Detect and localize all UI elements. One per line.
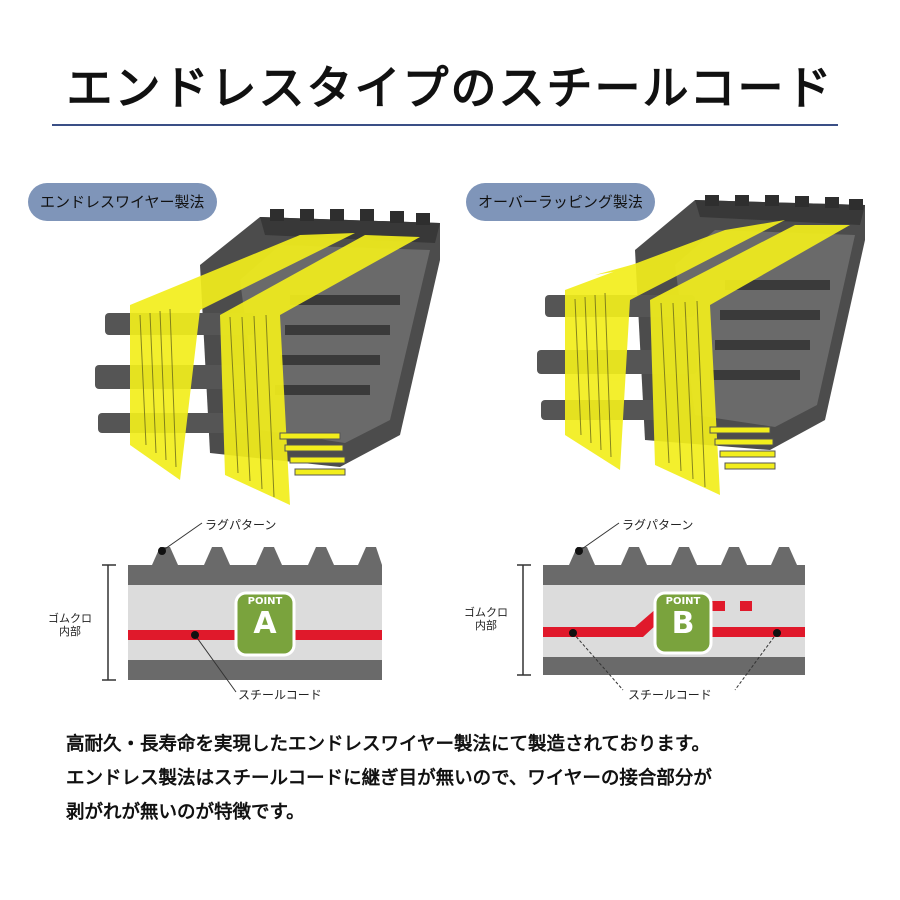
track-illustration-endless	[95, 209, 440, 505]
cross-section-b	[517, 522, 805, 691]
description-line-2: エンドレス製法はスチールコードに継ぎ目が無いので、ワイヤーの接合部分が	[66, 768, 712, 789]
lug-pattern-label-a: ラグパターン	[205, 518, 277, 532]
page-title: エンドレスタイプのスチールコード	[66, 61, 834, 115]
rubber-crawler-label-a: ゴムクロ内部	[48, 612, 92, 638]
method-label-overlapping: オーバーラッピング製法	[466, 183, 655, 221]
steel-cord-label-b: スチールコード	[628, 688, 712, 702]
steel-cord-label-a: スチールコード	[238, 688, 322, 702]
point-a-letter: A	[253, 606, 277, 641]
point-b-word: POINT	[665, 596, 701, 607]
point-a-badge: POINT A	[236, 596, 294, 641]
title-divider	[52, 124, 838, 126]
lug-pattern-label-b: ラグパターン	[622, 518, 694, 532]
cross-section-a	[102, 522, 382, 693]
rubber-crawler-label-b: ゴムクロ内部	[464, 606, 508, 632]
description-line-1: 高耐久・長寿命を実現したエンドレスワイヤー製法にて製造されております。	[66, 734, 710, 755]
description: 高耐久・長寿命を実現したエンドレスワイヤー製法にて製造されております。 エンドレ…	[66, 728, 866, 830]
point-b-letter: B	[671, 606, 695, 641]
track-illustration-overlapping	[537, 195, 865, 495]
description-line-3: 剥がれが無いのが特徴です。	[66, 802, 305, 823]
point-b-badge: POINT B	[655, 596, 711, 641]
point-a-word: POINT	[247, 596, 283, 607]
method-label-endless: エンドレスワイヤー製法	[28, 183, 217, 221]
